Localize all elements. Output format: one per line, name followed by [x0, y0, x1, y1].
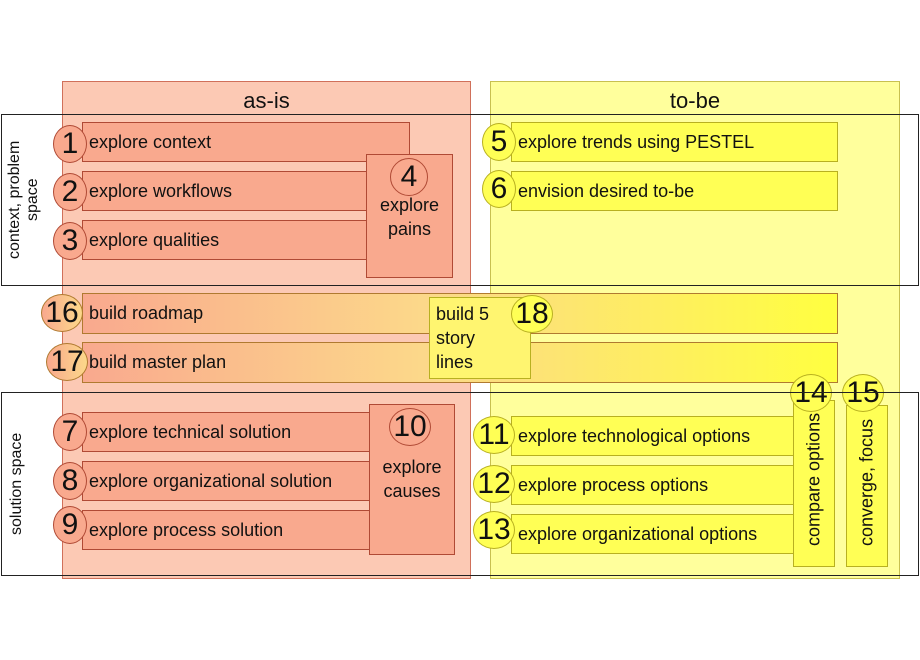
step-3-box: explore qualities	[82, 220, 382, 260]
step-13-number: 13	[473, 511, 515, 549]
step-6-number: 6	[482, 170, 516, 208]
problem-space-band	[1, 114, 919, 286]
step-2-box: explore workflows	[82, 171, 382, 211]
step-7-box: explore technical solution	[82, 412, 374, 452]
step-18-number: 18	[511, 295, 553, 333]
step-6-box: envision desired to-be	[511, 171, 838, 211]
step-10-number: 10	[389, 408, 431, 446]
as-is-title: as-is	[243, 88, 290, 113]
step-18-box: build 5 story lines	[429, 297, 531, 379]
step-4-line2: pains	[387, 219, 432, 239]
step-4-number: 4	[390, 158, 428, 196]
solution-space-label: solution space	[8, 432, 25, 536]
step-2-number: 2	[53, 173, 87, 211]
step-4-box: explore pains	[366, 154, 453, 278]
step-11-number: 11	[473, 416, 515, 454]
step-18-line2: story	[436, 328, 476, 348]
step-8-box: explore organizational solution	[82, 461, 374, 501]
step-5-number: 5	[482, 123, 516, 161]
step-13-box: explore organizational options	[511, 514, 811, 554]
problem-space-label: context, problem space	[6, 140, 41, 260]
step-17-number: 17	[46, 343, 88, 381]
step-10-line1: explore	[382, 457, 442, 477]
step-3-number: 3	[53, 222, 87, 260]
step-1-box: explore context	[82, 122, 410, 162]
step-7-number: 7	[53, 413, 87, 451]
step-12-number: 12	[473, 465, 515, 503]
step-8-number: 8	[53, 462, 87, 500]
solution-space-band	[1, 392, 919, 576]
to-be-title: to-be	[669, 88, 721, 113]
step-5-box: explore trends using PESTEL	[511, 122, 838, 162]
step-16-number: 16	[41, 294, 83, 332]
step-18-line3: lines	[436, 352, 474, 372]
step-10-line2: causes	[383, 481, 441, 501]
step-9-number: 9	[53, 506, 87, 544]
step-1-number: 1	[53, 125, 87, 163]
step-4-line1: explore	[379, 195, 440, 215]
step-18-line1: build 5	[436, 304, 490, 324]
step-12-box: explore process options	[511, 465, 811, 505]
